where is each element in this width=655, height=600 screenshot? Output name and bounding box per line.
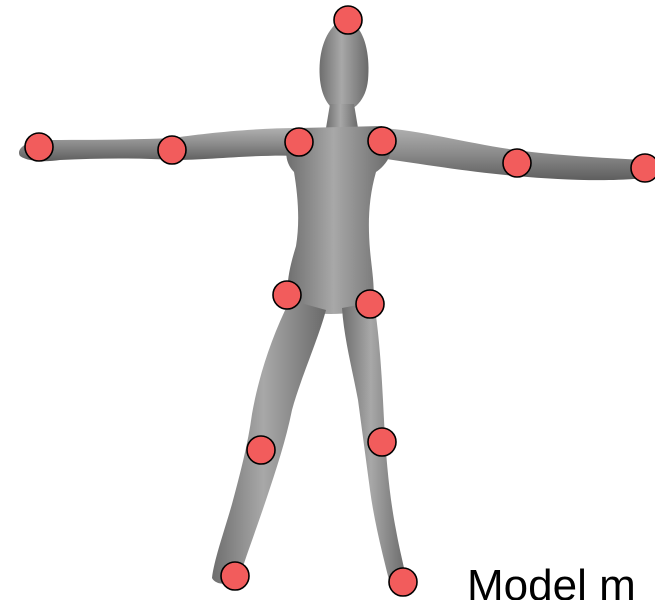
neck-shape	[326, 104, 358, 128]
joint-left-knee	[247, 436, 275, 464]
mannequin-body	[19, 21, 651, 584]
joint-right-knee	[368, 428, 396, 456]
joint-left-elbow	[158, 136, 186, 164]
joint-right-hand	[631, 154, 655, 182]
joint-right-shoulder	[368, 127, 396, 155]
joint-left-shoulder	[285, 128, 313, 156]
joint-head-top	[334, 6, 362, 34]
caption-text: Model m	[467, 560, 636, 600]
joint-left-hip	[273, 281, 301, 309]
joint-right-foot	[389, 568, 417, 596]
joint-left-hand	[25, 133, 53, 161]
head-shape	[320, 21, 369, 112]
joint-right-elbow	[503, 149, 531, 177]
joint-right-hip	[356, 290, 384, 318]
joint-left-foot	[221, 562, 249, 590]
